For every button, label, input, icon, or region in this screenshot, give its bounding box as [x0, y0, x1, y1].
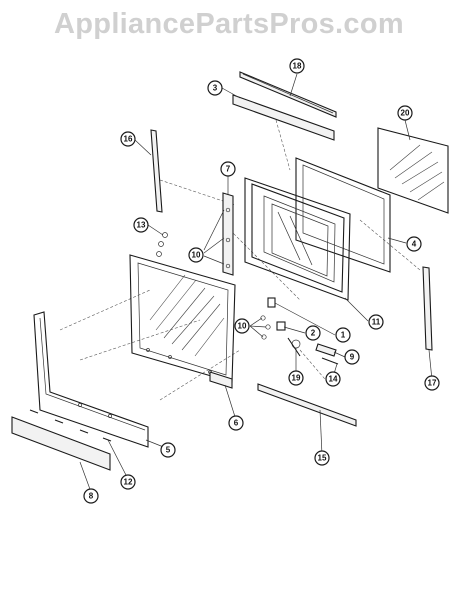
callout-17: 17 [424, 375, 440, 391]
svg-text:1: 1 [341, 331, 346, 340]
callout-10-lower: 10 [234, 318, 250, 334]
part-5-door-trim-frame [33, 311, 149, 448]
callout-4: 4 [406, 236, 422, 252]
svg-text:2: 2 [311, 329, 316, 338]
leader-lines [79, 73, 433, 493]
callout-3: 3 [207, 80, 223, 96]
part-17-side-strip-right [422, 266, 433, 351]
svg-text:14: 14 [329, 375, 338, 384]
svg-text:7: 7 [226, 165, 231, 174]
svg-text:4: 4 [412, 240, 417, 249]
callout-9: 9 [344, 349, 360, 365]
callout-19: 19 [288, 370, 304, 386]
svg-text:12: 12 [124, 478, 133, 487]
callout-16: 16 [120, 131, 136, 147]
part-7-hinge-bracket [222, 192, 234, 276]
part-13-screws [156, 232, 168, 257]
svg-text:17: 17 [428, 379, 437, 388]
hinge-hardware [260, 297, 339, 365]
svg-text:19: 19 [292, 374, 301, 383]
callout-18: 18 [289, 58, 305, 74]
callout-10-upper: 10 [188, 247, 204, 263]
svg-text:10: 10 [192, 251, 201, 260]
callout-1: 1 [335, 327, 351, 343]
callout-5: 5 [160, 442, 176, 458]
callout-6: 6 [228, 415, 244, 431]
part-15-bottom-strip [257, 383, 357, 427]
part-6-bottom-bracket [209, 371, 233, 389]
part-4-door-liner [295, 157, 391, 273]
part-3-top-trim [232, 94, 335, 141]
part-8-bottom-trim [11, 416, 111, 471]
callout-7: 7 [220, 161, 236, 177]
callout-20: 20 [397, 105, 413, 121]
callout-14: 14 [325, 371, 341, 387]
part-12-screws [29, 409, 112, 442]
watermark-logo: AppliancePartsPros.com [54, 8, 404, 40]
svg-text:18: 18 [293, 62, 302, 71]
svg-text:3: 3 [213, 84, 218, 93]
callout-8: 8 [83, 488, 99, 504]
svg-text:9: 9 [350, 353, 355, 362]
part-18-top-gasket [239, 71, 337, 118]
svg-text:15: 15 [318, 454, 327, 463]
svg-text:10: 10 [238, 322, 247, 331]
svg-text:11: 11 [372, 318, 381, 327]
svg-text:20: 20 [401, 109, 410, 118]
part-20-glass-panel [377, 127, 449, 214]
part-16-side-strip-left [150, 129, 163, 213]
outer-door-panel [129, 254, 236, 383]
svg-text:6: 6 [234, 419, 239, 428]
part-11-inner-door-frame [244, 177, 351, 301]
callout-12: 12 [120, 474, 136, 490]
callout-11: 11 [368, 314, 384, 330]
svg-text:5: 5 [166, 446, 171, 455]
svg-text:13: 13 [137, 221, 146, 230]
alignment-lines [59, 119, 421, 401]
svg-text:8: 8 [89, 492, 94, 501]
callout-15: 15 [314, 450, 330, 466]
callout-2: 2 [305, 325, 321, 341]
callout-13: 13 [133, 217, 149, 233]
svg-text:16: 16 [124, 135, 133, 144]
